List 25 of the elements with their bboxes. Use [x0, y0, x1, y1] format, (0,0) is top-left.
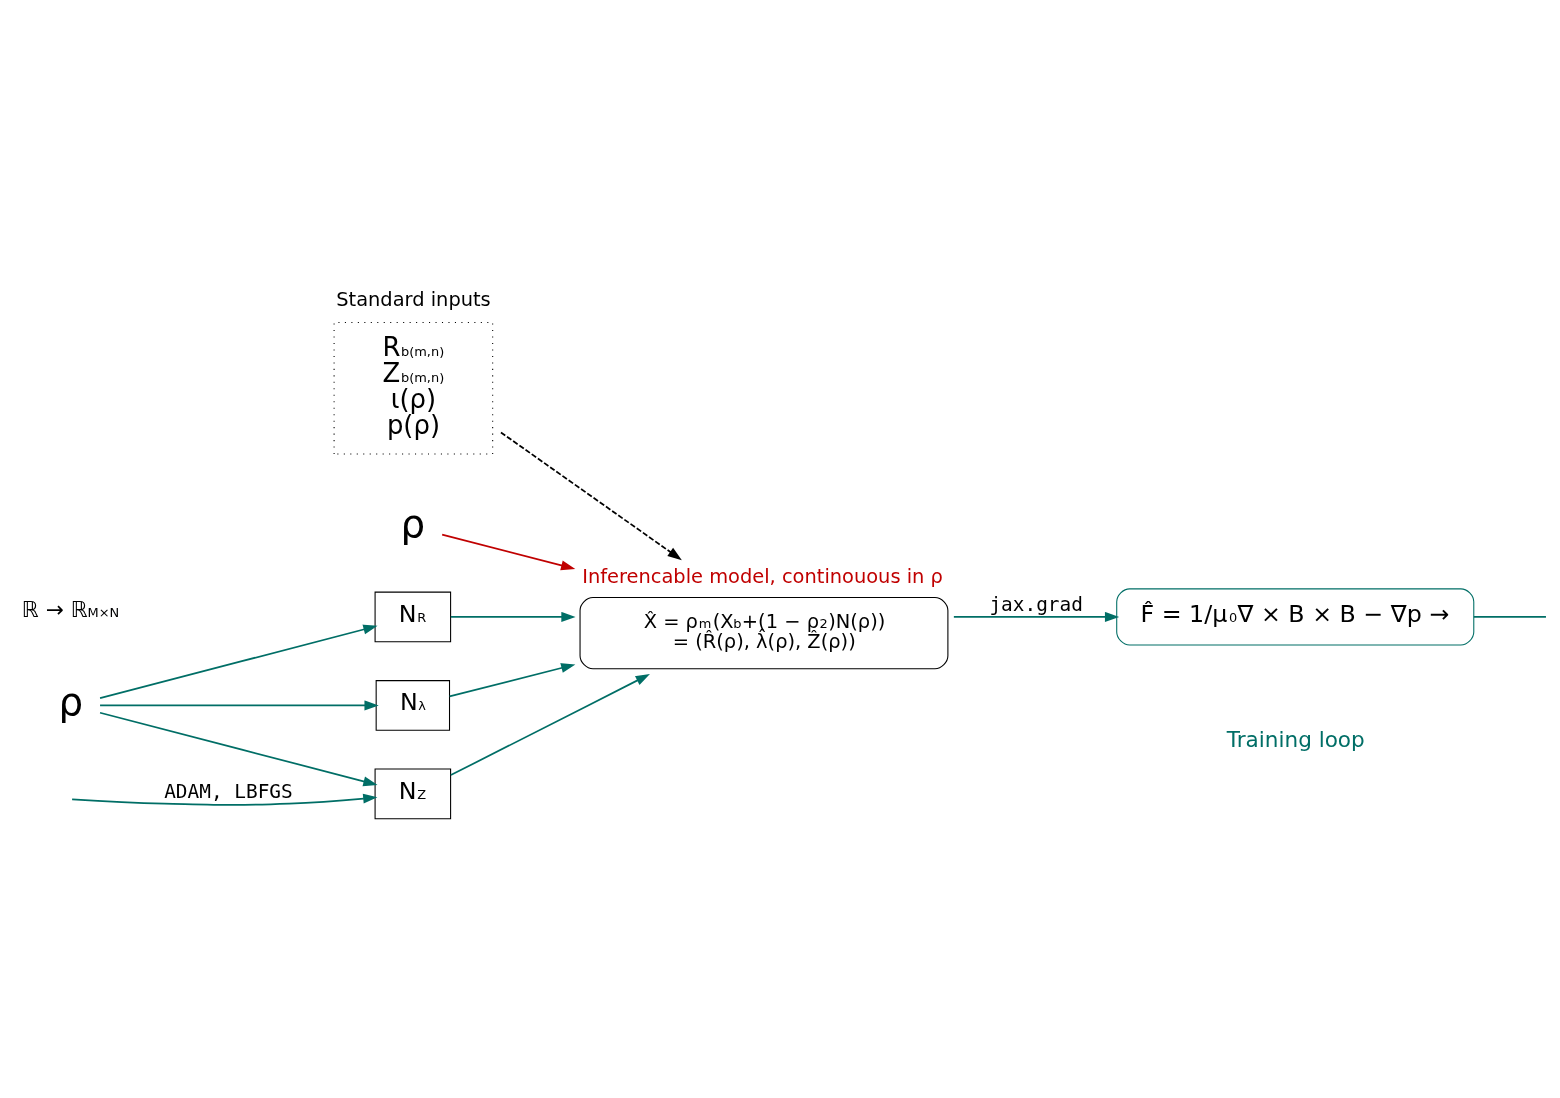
node-box: X̂ = ρm(Xb+(1 − ρ2)N(ρ)) = (R̂(ρ), λ̂(ρ), Ẑ(ρ)): [579, 597, 949, 670]
node-label: Standard inputs: [336, 287, 491, 311]
connector: [1472, 616, 1547, 618]
arrow: [450, 674, 650, 776]
label: Training loop: [1226, 727, 1365, 753]
node-box: NR: [374, 591, 452, 643]
node-box: F̂ = 1/μ0∇ × B × B − ∇p →: [1116, 588, 1475, 646]
node-box: Nλ: [375, 680, 451, 731]
edge-label: ADAM, LBFGS: [164, 779, 293, 803]
label: ℝ → ℝM×N: [21, 596, 120, 622]
arrow: [953, 611, 1120, 622]
arrow: [99, 700, 379, 711]
arrow: [99, 624, 378, 699]
arrow: [448, 663, 576, 698]
node-label: Inferencable model, continouous in ρ: [582, 564, 943, 588]
node-text: ρ: [400, 500, 426, 546]
arrow: [450, 611, 576, 622]
edge-label: jax.grad: [989, 592, 1083, 616]
node-box: NZ: [374, 768, 452, 820]
node-box: Rb(m,n) Zb(m,n) ι(ρ) p(ρ): [333, 321, 494, 455]
arrow: [441, 533, 576, 571]
node-text: ρ: [58, 678, 84, 724]
arrow: [99, 711, 378, 787]
arrow: [71, 793, 378, 806]
arrow: [500, 431, 682, 561]
